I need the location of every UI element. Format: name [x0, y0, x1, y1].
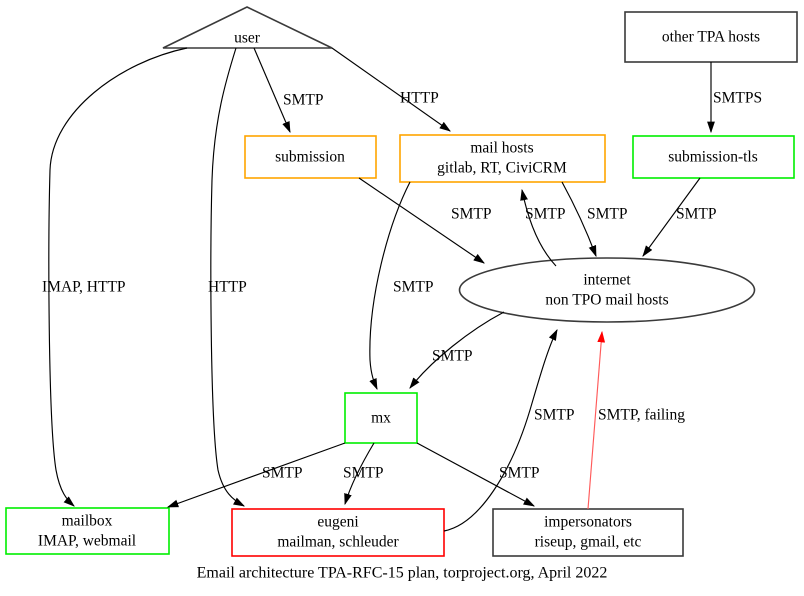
eugeni-label-line2: mailman, schleuder: [277, 534, 399, 551]
impersonators-box: [492, 508, 684, 557]
mail-hosts-label-line2: gitlab, RT, CiviCRM: [437, 160, 567, 177]
edge-label-eugeni-to-internet: SMTP: [534, 407, 575, 424]
edge-label-submission-to-internet: SMTP: [451, 206, 492, 223]
mail-hosts-label-line1: mail hosts: [470, 140, 533, 157]
mailbox-box: [5, 507, 170, 555]
edge-mail-hosts-to-internet: [561, 181, 597, 258]
edge-submission-to-internet: [358, 177, 485, 264]
user-triangle: [162, 6, 333, 49]
edge-internet-to-mx: [409, 311, 505, 389]
edge-user-to-mailbox: [48, 47, 188, 507]
edge-mail-hosts-to-mx: [369, 181, 411, 391]
submission-box: [244, 135, 377, 179]
user-label: user: [234, 30, 261, 47]
eugeni-label-line1: eugeni: [317, 514, 359, 531]
mail-hosts-box: [399, 134, 606, 183]
node-submission[interactable]: submission: [244, 135, 377, 179]
edge-label-user-to-mail-hosts: HTTP: [400, 90, 439, 107]
edge-user-to-mail-hosts: [331, 47, 451, 132]
edge-user-to-eugeni: [210, 47, 246, 507]
edge-mx-to-eugeni: [344, 442, 375, 506]
node-user[interactable]: user: [162, 6, 333, 49]
edge-label-mail-hosts-to-mx: SMTP: [393, 279, 434, 296]
node-eugeni[interactable]: eugeni mailman, schleuder: [231, 508, 445, 557]
edge-label-mx-to-impersonators: SMTP: [499, 465, 540, 482]
edge-mx-to-impersonators: [416, 442, 536, 507]
edge-label-internet-to-mx: SMTP: [432, 348, 473, 365]
edge-impersonators-to-internet: [587, 330, 606, 510]
impersonators-label-line2: riseup, gmail, etc: [535, 534, 642, 551]
node-internet[interactable]: internet non TPO mail hosts: [458, 257, 756, 323]
edge-mx-to-mailbox: [166, 442, 346, 508]
edge-label-user-to-submission: SMTP: [283, 92, 324, 109]
node-submission-tls[interactable]: submission-tls: [632, 135, 795, 179]
submission-label: submission: [275, 149, 345, 166]
node-impersonators[interactable]: impersonators riseup, gmail, etc: [492, 508, 684, 557]
edge-label-submission-tls-to-internet: SMTP: [676, 206, 717, 223]
edge-label-mx-to-mailbox: SMTP: [262, 465, 303, 482]
other-tpa-hosts-box: [624, 11, 798, 63]
internet-label-line2: non TPO mail hosts: [545, 292, 668, 309]
mx-box: [344, 392, 418, 444]
edge-user-to-submission: [253, 47, 291, 134]
edge-submission-tls-to-internet: [642, 177, 701, 257]
mx-label: mx: [371, 410, 391, 427]
diagram-caption: Email architecture TPA-RFC-15 plan, torp…: [197, 565, 608, 582]
edge-label-impersonators-to-internet: SMTP, failing: [598, 407, 685, 424]
node-mail-hosts[interactable]: mail hosts gitlab, RT, CiviCRM: [399, 134, 606, 183]
internet-label-line1: internet: [583, 272, 631, 289]
mailbox-label-line1: mailbox: [62, 513, 113, 530]
edge-label-mail-hosts-to-internet: SMTP: [587, 206, 628, 223]
submission-tls-label: submission-tls: [668, 149, 758, 166]
internet-ellipse: [458, 257, 756, 323]
edge-internet-to-mail-hosts: [520, 188, 557, 267]
edge-label-mx-to-eugeni: SMTP: [343, 465, 384, 482]
node-other-tpa-hosts[interactable]: other TPA hosts: [624, 11, 798, 63]
edge-label-user-to-mailbox: IMAP, HTTP: [42, 279, 126, 296]
node-mx[interactable]: mx: [344, 392, 418, 444]
submission-tls-box: [632, 135, 795, 179]
node-mailbox[interactable]: mailbox IMAP, webmail: [5, 507, 170, 555]
other-tpa-hosts-label: other TPA hosts: [662, 29, 760, 46]
edge-eugeni-to-internet: [443, 328, 558, 532]
impersonators-label-line1: impersonators: [544, 514, 632, 531]
edge-label-other-tpa-to-submission-tls: SMTPS: [713, 90, 762, 107]
eugeni-box: [231, 508, 445, 557]
edge-label-user-to-eugeni: HTTP: [208, 279, 247, 296]
edge-label-internet-to-mail-hosts: SMTP: [525, 206, 566, 223]
mailbox-label-line2: IMAP, webmail: [38, 533, 136, 550]
